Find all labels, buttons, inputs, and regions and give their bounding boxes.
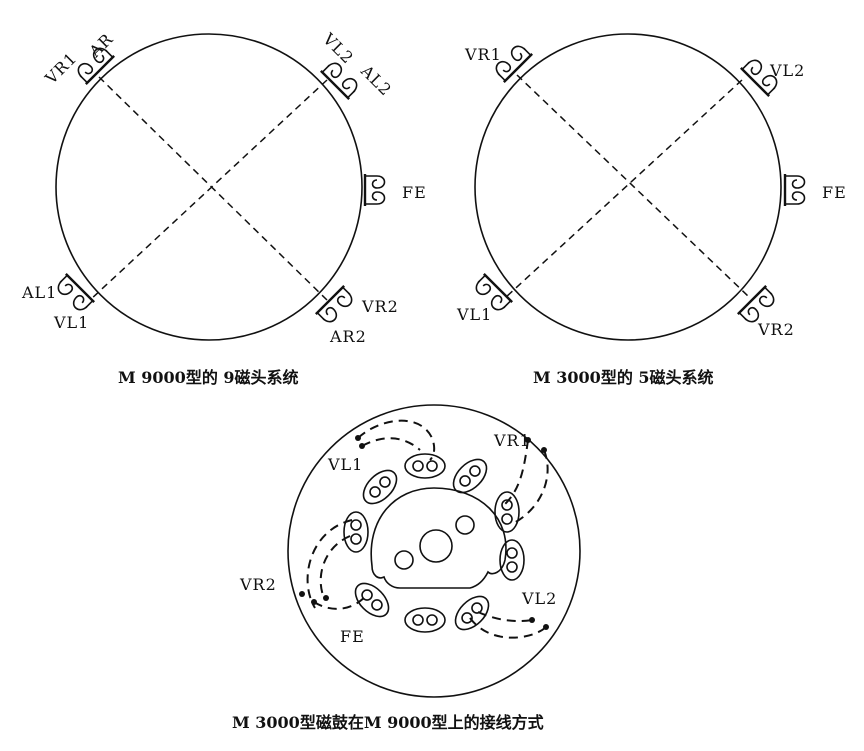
label-vr2: VR2 <box>757 320 795 339</box>
drum-outline <box>287 404 581 698</box>
caption-m3000: M 3000型的 5磁头系统 <box>533 368 714 387</box>
wire-vl2 <box>469 617 546 639</box>
caption-wiring: M 3000型磁鼓在M 9000型上的接线方式 <box>232 713 544 732</box>
wire-endpoint <box>323 595 329 601</box>
label-vr1: VR1 <box>41 48 81 88</box>
wire-endpoint <box>529 617 535 623</box>
m9000-head-system: VR1 AR VL2 AL2 FE AL1 VL1 VR2 AR2 M 9000… <box>21 29 427 387</box>
label-fe: FE <box>402 183 427 202</box>
wire-endpoint <box>359 443 365 449</box>
wire-endpoint <box>541 447 547 453</box>
wire-endpoint <box>311 599 317 605</box>
wire-vr1 <box>503 439 529 506</box>
terminal-pad <box>356 463 404 511</box>
label-vr1: VR1 <box>464 45 502 64</box>
wire-endpoint <box>355 435 361 441</box>
terminal-pad <box>446 452 494 500</box>
label-al2: AL2 <box>356 61 395 100</box>
label-vl1: VL1 <box>53 313 89 332</box>
label-vr1: VR1 <box>493 431 531 450</box>
wire-endpoint <box>543 624 549 630</box>
terminal-pad <box>448 589 496 637</box>
hub-center-hole <box>419 529 453 563</box>
terminal-pad <box>404 453 446 479</box>
terminal-pad <box>343 511 369 553</box>
label-vr2: VR2 <box>239 575 277 594</box>
hub-hole <box>455 515 475 535</box>
head-vr2-ar2 <box>314 284 358 328</box>
axis-line <box>516 74 749 297</box>
wire-endpoint <box>525 437 531 443</box>
wire-vl2 <box>477 611 533 622</box>
label-vl1: VL1 <box>327 455 363 474</box>
label-fe: FE <box>822 183 847 202</box>
label-vl1: VL1 <box>456 305 492 324</box>
hub-outline <box>370 487 507 589</box>
label-vl2: VL2 <box>769 61 805 80</box>
label-al1: AL1 <box>21 283 57 302</box>
hub-hole <box>394 550 414 570</box>
wire-vl1 <box>361 437 421 451</box>
label-ar2: AR2 <box>329 327 367 346</box>
label-vr2: VR2 <box>361 297 399 316</box>
wire-endpoint <box>299 591 305 597</box>
drum-outline <box>55 33 363 341</box>
head-fe <box>363 172 386 208</box>
axis-line <box>504 79 743 299</box>
label-vl2: VL2 <box>521 589 557 608</box>
head-fe <box>783 172 806 208</box>
head-vl2-al2 <box>319 57 363 101</box>
terminal-pad <box>499 539 525 581</box>
wire-vr2 <box>306 519 353 609</box>
wire-vr1 <box>511 449 549 525</box>
caption-m9000: M 9000型的 9磁头系统 <box>118 368 299 387</box>
wiring-diagram: VL1 VR1 VR2 FE VL2 M 3000型磁鼓在M 9000型上的接线… <box>232 404 581 732</box>
terminal-pad <box>494 491 520 533</box>
wire-fe <box>313 595 367 610</box>
m3000-head-system: VR1 VL2 FE VL1 VR2 M 3000型的 5磁头系统 <box>456 33 847 387</box>
axis-line <box>98 76 328 301</box>
label-fe: FE <box>340 627 365 646</box>
label-vl2: VL2 <box>318 29 357 68</box>
drum-outline <box>474 33 782 341</box>
wire-vr2 <box>319 535 351 601</box>
axis-line <box>89 79 328 301</box>
terminal-pad <box>404 607 446 633</box>
